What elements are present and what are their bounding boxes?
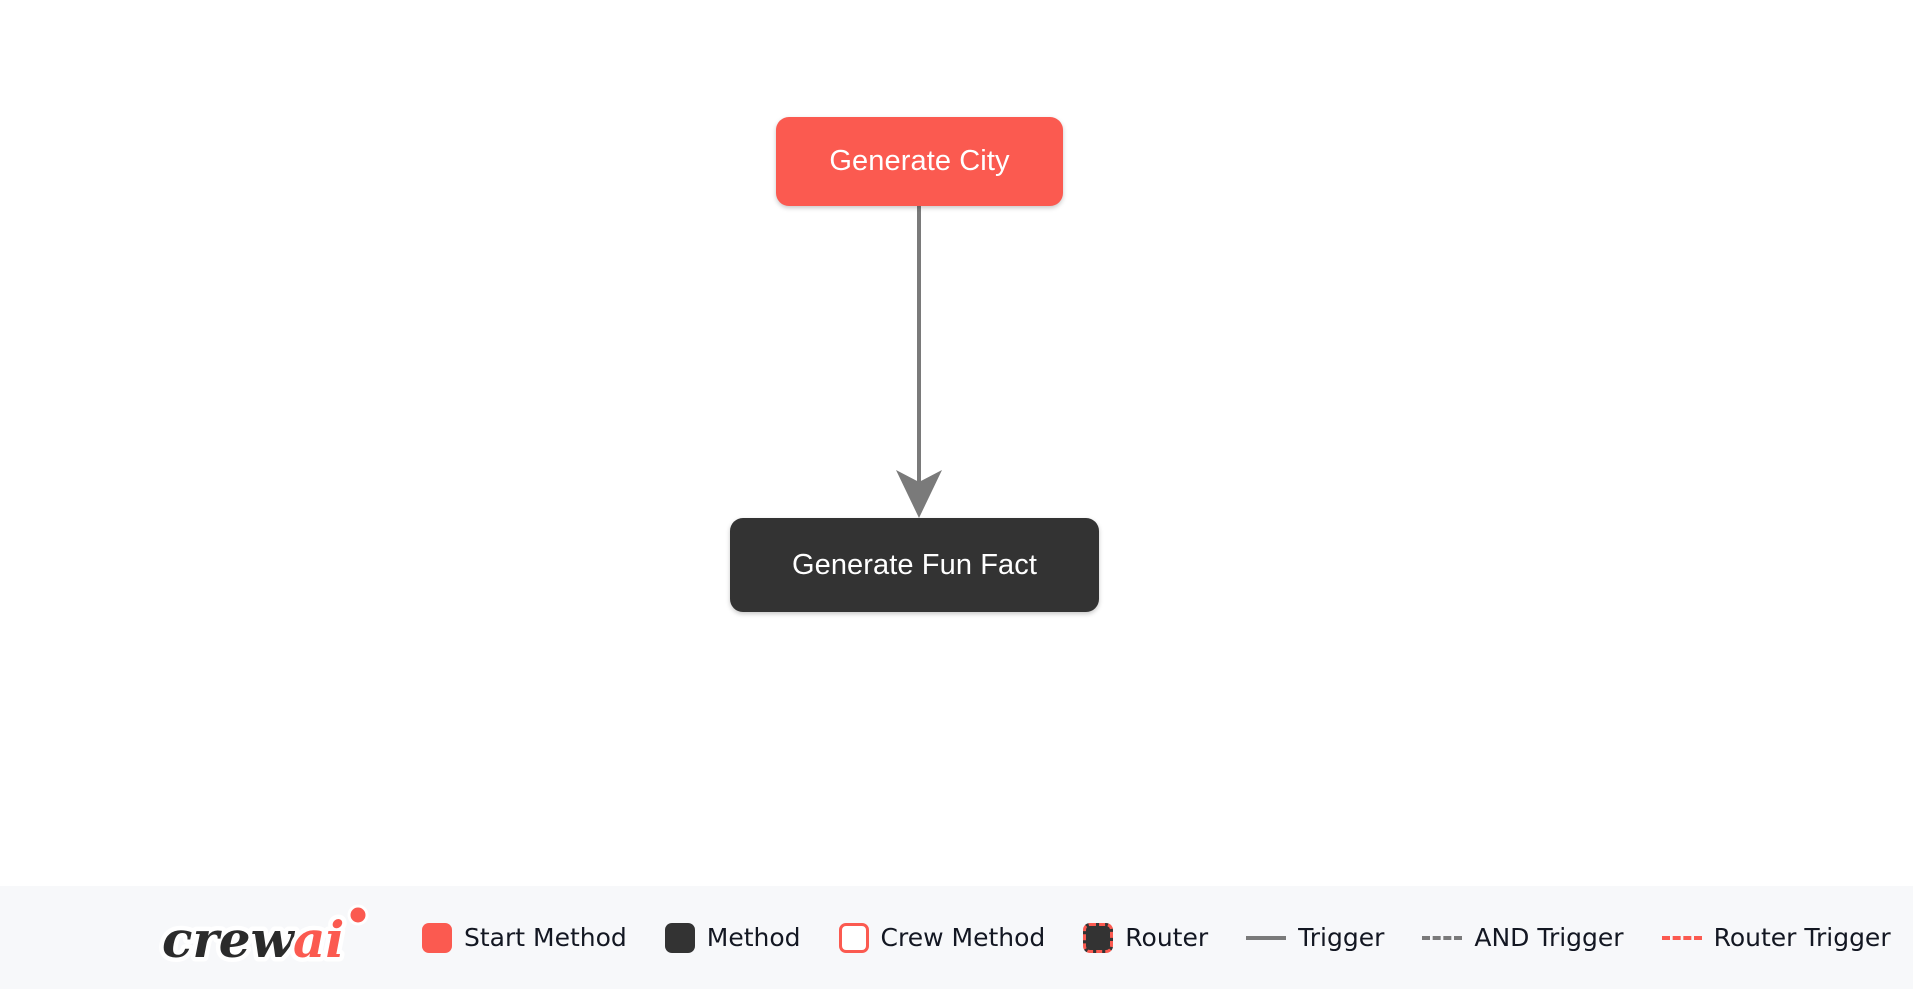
crewai-logo-dot (347, 904, 369, 925)
legend-item-label: Method (706, 923, 801, 952)
crewai-logo-ai-outline: ai (293, 910, 344, 969)
legend-item-label: Router Trigger (1713, 923, 1891, 952)
legend-item-and-trigger: AND Trigger (1422, 923, 1624, 952)
legend-item-label: AND Trigger (1474, 923, 1624, 952)
legend-item-label: Trigger (1298, 923, 1385, 952)
start-method-swatch-icon (422, 922, 452, 953)
legend-item-method: Method (664, 922, 801, 953)
crewai-logo-crew-outline: crew (162, 910, 296, 969)
legend-item-label: Crew Method (880, 923, 1046, 952)
legend-item-label: Start Method (464, 923, 627, 952)
legend-item-crew-method: Crew Method (838, 922, 1046, 953)
legend-item-start-method: Start Method (422, 922, 627, 953)
crewai-logo-crew: crew (162, 910, 296, 969)
legend-item-router: Router (1083, 922, 1209, 953)
legend-bar: crew crew ai ai Start Method Method Crew… (0, 886, 1913, 989)
legend-item-label: Router (1125, 923, 1209, 952)
flow-node-label: Generate Fun Fact (791, 548, 1038, 581)
legend-item-router-trigger: Router Trigger (1661, 923, 1891, 952)
arrowhead-icon (896, 470, 942, 518)
edge-city-to-fun-fact (896, 206, 942, 518)
router-trigger-line-icon (1661, 935, 1702, 940)
trigger-line-icon (1246, 935, 1287, 940)
flow-node-generate-city[interactable]: Generate City (776, 117, 1063, 206)
and-trigger-line-icon (1422, 935, 1463, 940)
flow-node-label: Generate City (829, 145, 1010, 177)
crewai-logo-ai: ai (293, 910, 344, 969)
flow-node-generate-fun-fact[interactable]: Generate Fun Fact (730, 518, 1099, 612)
crewai-logo: crew crew ai ai (158, 904, 369, 973)
crew-method-swatch-icon (838, 922, 869, 953)
method-swatch-icon (664, 922, 695, 953)
router-swatch-icon (1083, 922, 1114, 953)
flow-canvas[interactable]: Generate City Generate Fun Fact (0, 0, 1913, 886)
legend-item-trigger: Trigger (1246, 925, 1384, 950)
